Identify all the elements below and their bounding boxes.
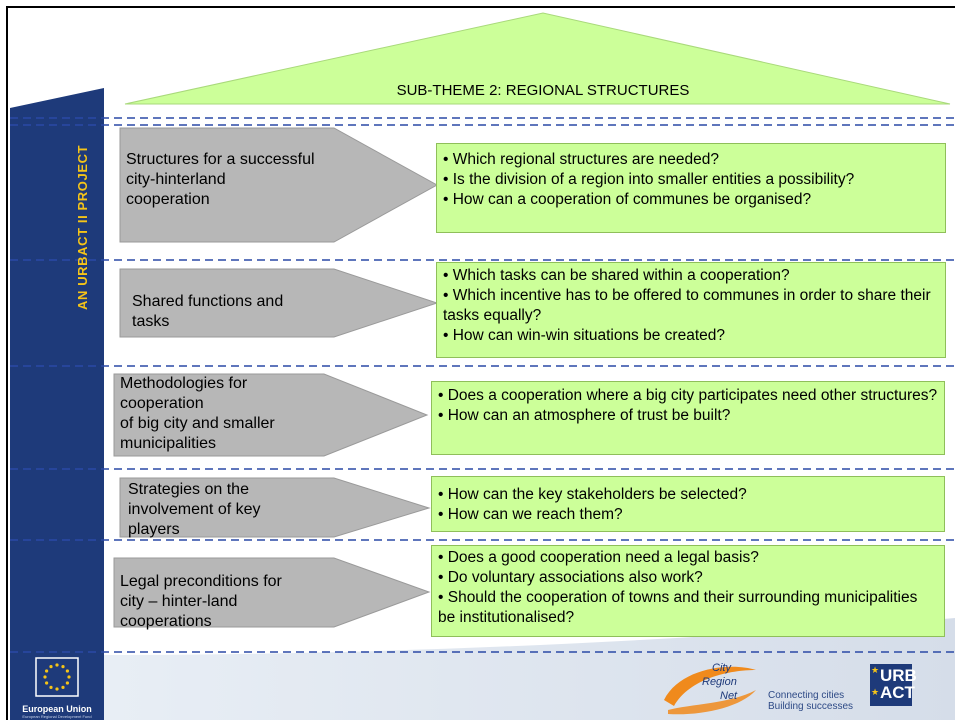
question-item: • Do voluntary associations also work? — [438, 569, 703, 586]
eu-star — [55, 663, 59, 667]
sidebar-band — [10, 88, 104, 720]
eu-label: European Union — [22, 704, 92, 714]
slide-frame — [6, 6, 955, 720]
question-item: • How can a cooperation of communes be o… — [443, 191, 812, 208]
eu-star — [49, 685, 53, 689]
question-box: • Does a cooperation where a big city pa… — [431, 381, 945, 455]
topic-arrow — [113, 373, 429, 457]
topic-label: Structures for a successful city-hinterl… — [126, 151, 315, 208]
urbact-line1: URB — [880, 666, 917, 685]
sidebar-label-text: AN URBACT II PROJECT — [75, 144, 90, 310]
eu-star — [49, 665, 53, 669]
eu-star — [65, 681, 69, 685]
eu-star — [43, 675, 47, 679]
crn-line2: Region — [702, 676, 737, 688]
question-item: • Is the division of a region into small… — [443, 171, 855, 188]
question-item: • Does a good cooperation need a legal b… — [438, 549, 759, 566]
topic-label: Strategies on the involvement of key pla… — [128, 481, 261, 538]
question-box: • Which tasks can be shared within a coo… — [436, 262, 946, 358]
roof-shape — [124, 12, 951, 105]
eu-star — [55, 687, 59, 691]
crn-line3: Net — [720, 690, 738, 702]
urbact-logo: URB ACT ★ ★ — [870, 664, 917, 706]
eu-flag-icon — [35, 657, 79, 697]
city-region-net-logo: City Region Net — [660, 660, 760, 716]
topic-label: Legal preconditions for city – hinter-la… — [120, 573, 282, 630]
crn-line1: City — [712, 662, 731, 674]
eu-star — [45, 681, 49, 685]
topic-arrow — [113, 557, 431, 628]
eu-star — [45, 669, 49, 673]
eu-star — [61, 685, 65, 689]
topic-label: Shared functions and tasks — [132, 293, 284, 330]
footer-band — [104, 618, 955, 720]
question-item: • How can an atmosphere of trust be buil… — [438, 407, 731, 424]
crn-swoosh-icon — [664, 666, 756, 715]
topic-arrow — [119, 268, 439, 338]
question-box: • Does a good cooperation need a legal b… — [431, 545, 945, 637]
eu-star — [61, 665, 65, 669]
question-item: • Which regional structures are needed? — [443, 151, 719, 168]
question-box: • Which regional structures are needed? … — [436, 143, 946, 233]
question-item: • How can we reach them? — [438, 506, 623, 523]
question-item: • How can win-win situations be created? — [443, 327, 725, 344]
question-item: • Which incentive has to be offered to c… — [443, 287, 931, 324]
question-item: • How can the key stakeholders be select… — [438, 486, 747, 503]
slide-title: SUB-THEME 2: REGIONAL STRUCTURES — [396, 82, 690, 99]
tagline: Connecting cities Building successes — [768, 690, 868, 712]
tagline-line1: Connecting cities — [768, 690, 845, 701]
tagline-line2: Building successes — [768, 701, 854, 712]
question-item: • Does a cooperation where a big city pa… — [438, 387, 938, 404]
question-box: • How can the key stakeholders be select… — [431, 476, 945, 532]
eu-sublabel: European Regional Development Fund — [22, 714, 92, 719]
star-icon: ★ — [871, 665, 880, 675]
question-item: • Should the cooperation of towns and th… — [438, 589, 918, 626]
star-icon: ★ — [871, 687, 880, 697]
question-item: • Which tasks can be shared within a coo… — [443, 267, 790, 284]
eu-star — [67, 675, 71, 679]
topic-arrow — [119, 477, 431, 538]
topic-arrow — [119, 127, 439, 243]
eu-logo: European Union European Regional Develop… — [20, 655, 94, 719]
eu-star — [65, 669, 69, 673]
topic-label: Methodologies for cooperation of big cit… — [120, 375, 275, 452]
urbact-line2: ACT — [880, 683, 915, 702]
